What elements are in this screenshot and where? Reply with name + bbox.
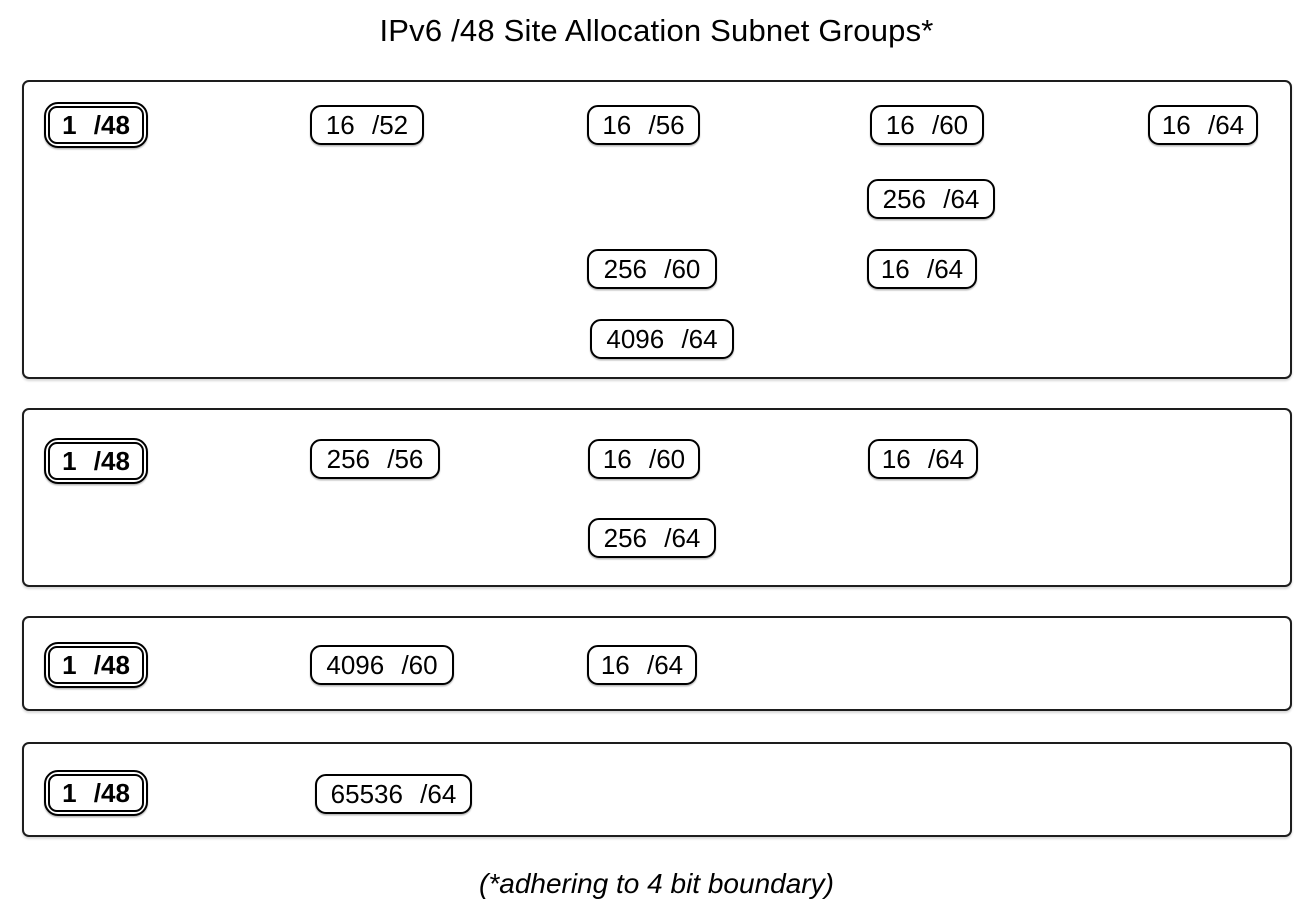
node-16-52: 16 /52 [310,105,424,145]
node-1-48-label: 1 /48 [48,774,144,812]
node-1-48-label: 1 /48 [48,106,144,144]
node-1-48: 1 /48 [44,770,148,816]
node-16-60: 16 /60 [870,105,984,145]
node-16-64: 16 /64 [1148,105,1258,145]
diagram-title: IPv6 /48 Site Allocation Subnet Groups* [379,13,934,48]
node-256-60: 256 /60 [587,249,717,289]
node-16-64: 16 /64 [587,645,697,685]
allocation-group-3: 1 /48 4096 /60 16 /64 [22,616,1292,711]
node-1-48-label: 1 /48 [48,442,144,480]
node-1-48: 1 /48 [44,438,148,484]
node-16-64: 16 /64 [868,439,978,479]
allocation-group-1: 1 /48 16 /52 16 /56 16 /60 16 /64 256 /6… [22,80,1292,379]
allocation-group-4: 1 /48 65536 /64 [22,742,1292,837]
allocation-group-2: 1 /48 256 /56 16 /60 16 /64 256 /64 [22,408,1292,587]
node-16-64: 16 /64 [867,249,977,289]
node-16-56: 16 /56 [587,105,700,145]
node-256-56: 256 /56 [310,439,440,479]
node-256-64: 256 /64 [588,518,716,558]
node-65536-64: 65536 /64 [315,774,472,814]
node-256-64: 256 /64 [867,179,995,219]
node-4096-60: 4096 /60 [310,645,454,685]
node-4096-64: 4096 /64 [590,319,734,359]
node-1-48-label: 1 /48 [48,646,144,684]
node-1-48: 1 /48 [44,102,148,148]
node-16-60: 16 /60 [588,439,700,479]
footnote: (*adhering to 4 bit boundary) [479,868,834,899]
node-1-48: 1 /48 [44,642,148,688]
